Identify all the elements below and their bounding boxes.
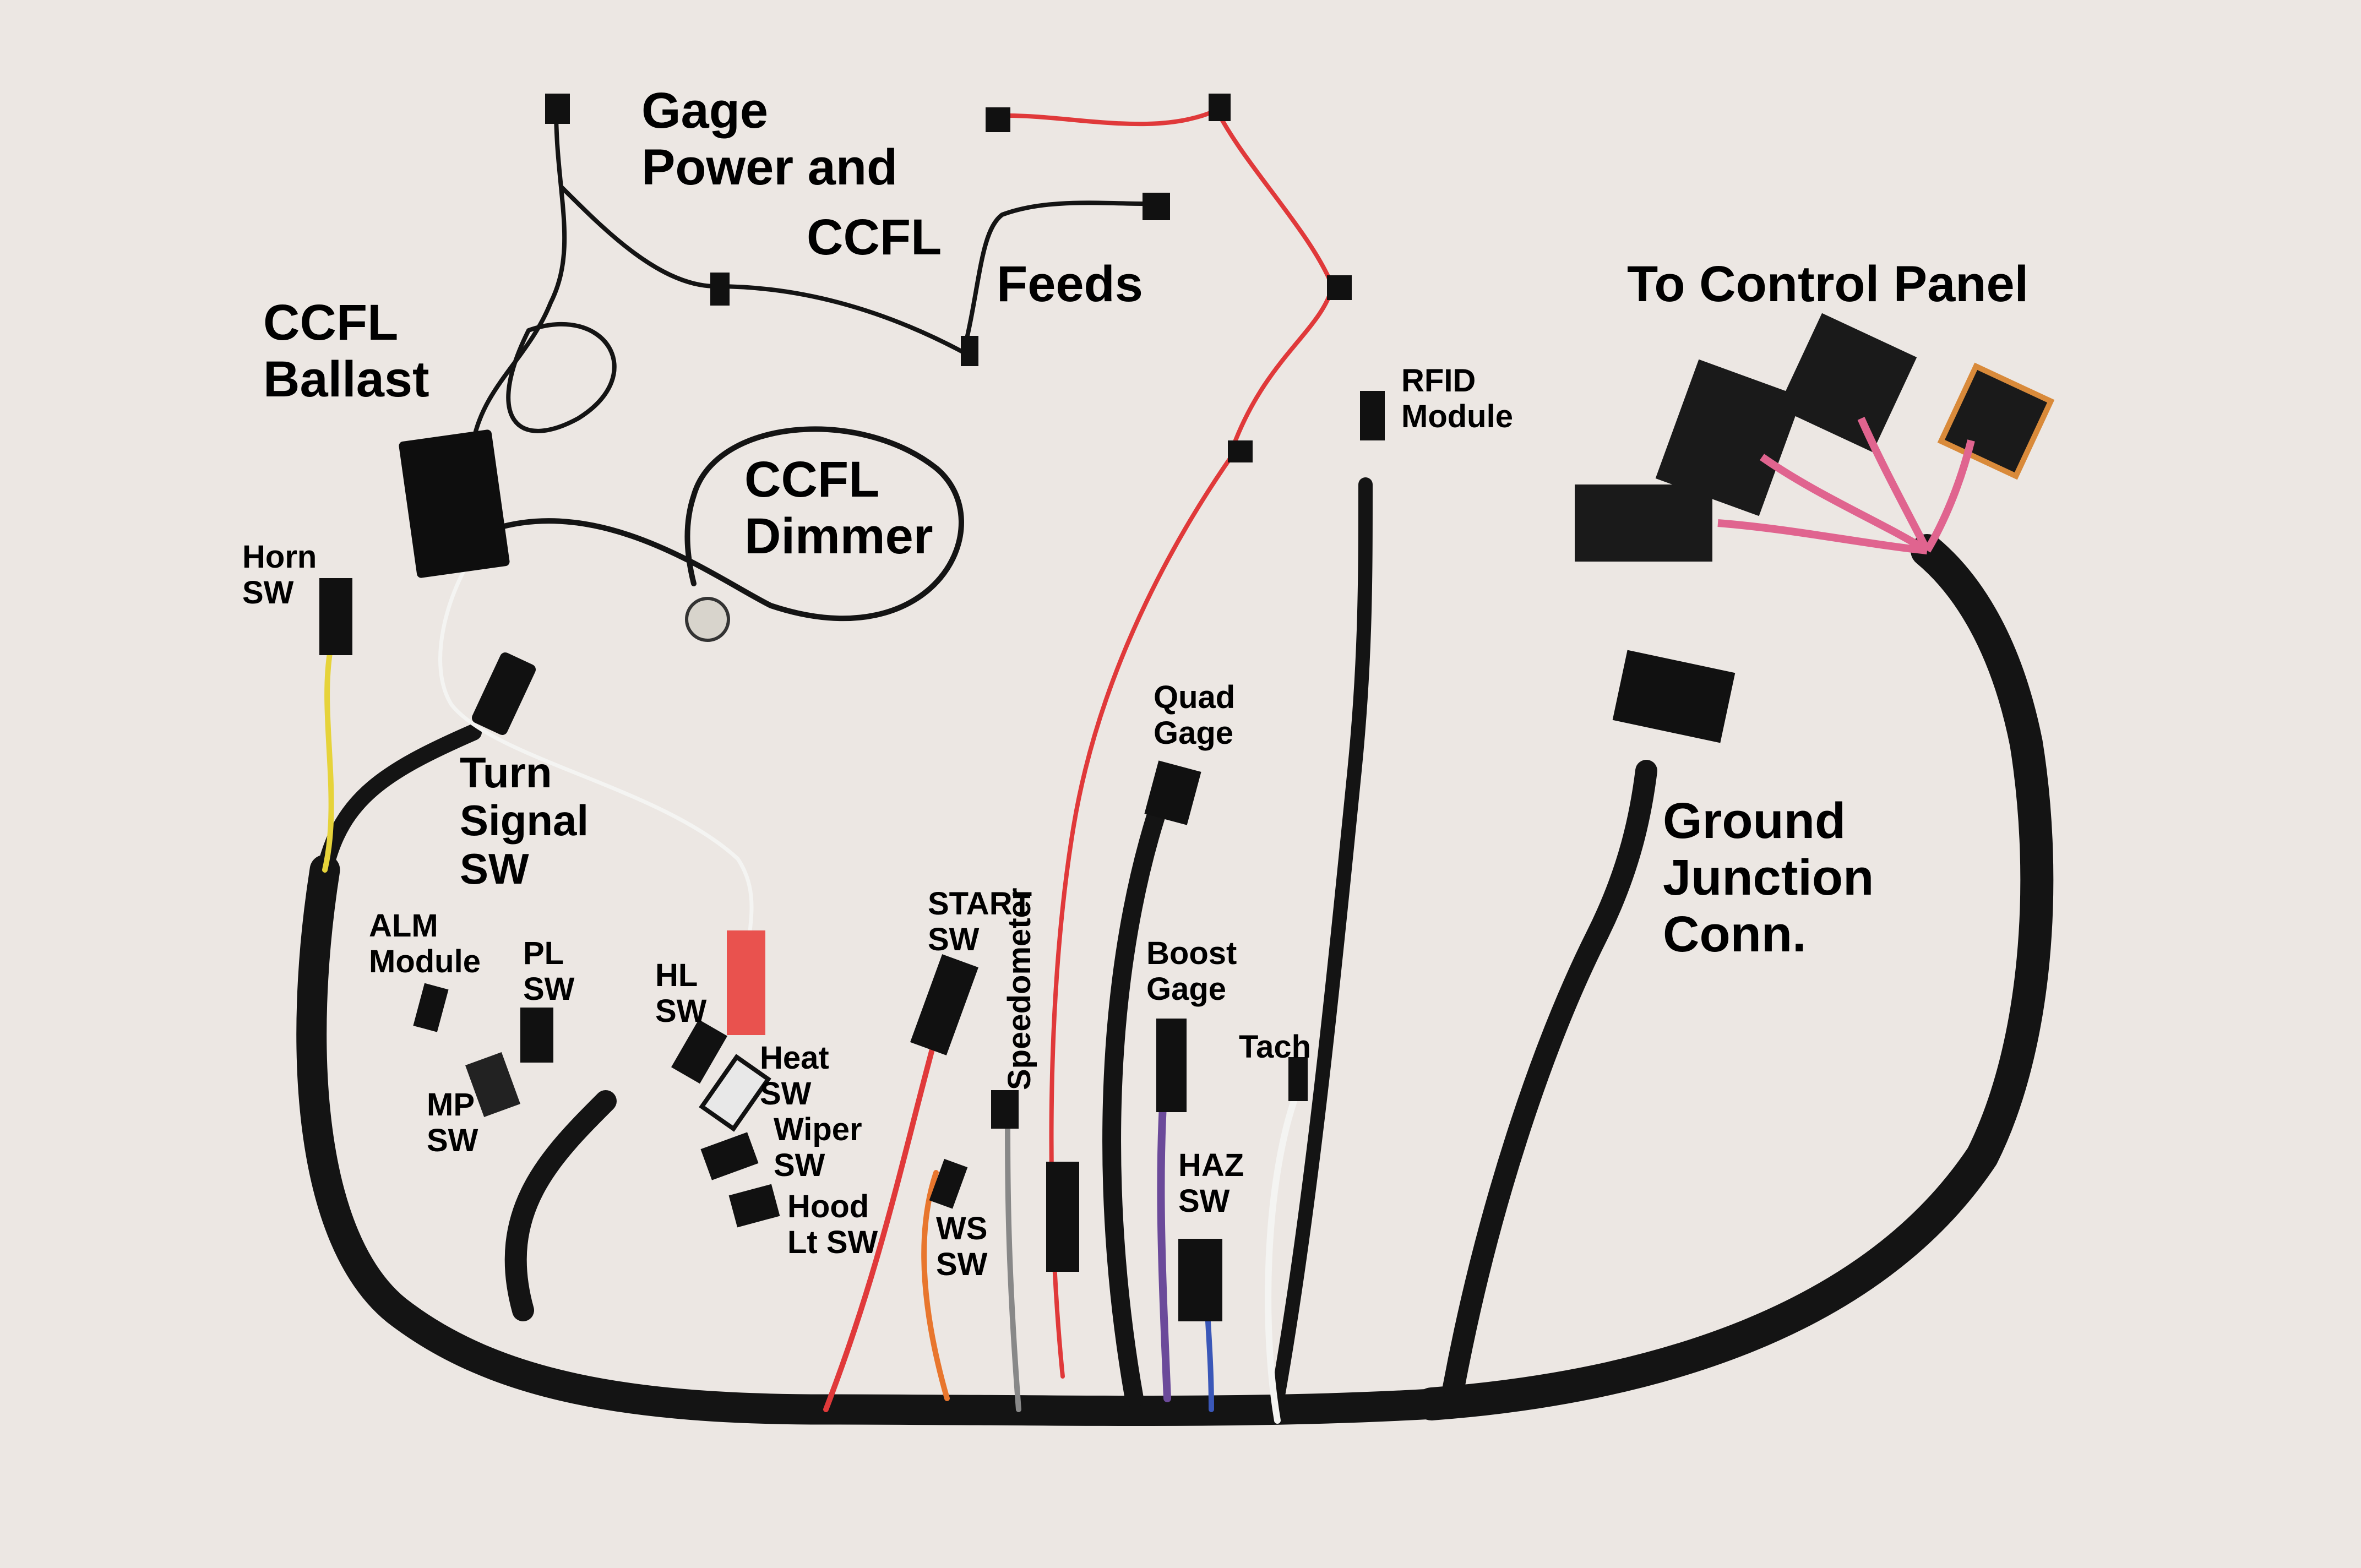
label-ground-junction-conn: Ground Junction Conn. <box>1663 793 1874 963</box>
tach-connector <box>1288 1057 1308 1101</box>
trunk-inner-branch <box>504 1090 617 1321</box>
ccfl-ballast-box <box>399 429 510 578</box>
label-rfid-module: RFID Module <box>1401 363 1513 434</box>
label-turn-signal-sw: Turn Signal SW <box>460 748 589 893</box>
wiper-sw-connector <box>700 1132 759 1180</box>
label-gage-power: Gage Power and <box>641 83 898 196</box>
label-ccfl-feeds-feeds: Feeds <box>997 256 1143 312</box>
label-ws-sw: WS SW <box>936 1211 988 1282</box>
hood-lt-sw-connector <box>728 1184 780 1228</box>
rfid-branch <box>1270 477 1373 1406</box>
label-speedometer: Speedometer <box>1002 888 1037 1090</box>
ws-sw-connector <box>929 1158 968 1209</box>
ground-junction-connector <box>1612 650 1736 743</box>
inline-connector <box>1046 1162 1079 1272</box>
turn-signal-white-wire <box>438 537 754 949</box>
red-feed-connector-1 <box>986 107 1010 132</box>
dimmer-loop <box>493 426 964 621</box>
gage-power-wire <box>471 108 567 443</box>
horn-yellow-wire <box>322 647 334 873</box>
c110-connector <box>1655 359 1803 516</box>
red-feed-connector-3 <box>1327 275 1352 300</box>
haz-sw-connector <box>1178 1239 1222 1321</box>
ccfl-feed-wire <box>961 200 1147 355</box>
horn-sw-connector <box>319 578 352 655</box>
turn-signal-connector <box>471 652 536 735</box>
ws-wire <box>921 1170 950 1401</box>
red-feed-connector-2 <box>1209 94 1231 121</box>
ccfl-feed-connector-1 <box>961 336 978 366</box>
label-heat-sw: Heat SW <box>760 1040 829 1112</box>
start-sw-connector <box>910 954 978 1055</box>
label-boost-gage: Boost Gage <box>1146 935 1237 1007</box>
rfid-connector <box>1360 391 1385 440</box>
control-panel-wires <box>1717 417 1975 554</box>
label-horn-sw: Horn SW <box>242 539 317 611</box>
label-mp-sw: MP SW <box>427 1087 478 1158</box>
boost-gage-connector <box>1156 1019 1187 1112</box>
label-tach: Tach <box>1239 1029 1312 1065</box>
label-haz-sw: HAZ SW <box>1178 1147 1244 1219</box>
ground-branch <box>1443 760 1657 1398</box>
label-to-control-panel: To Control Panel <box>1627 256 2029 312</box>
ccfl-feed-connector-2 <box>1143 193 1170 220</box>
speedo-wire <box>1005 1109 1021 1412</box>
label-wiper-sw: Wiper SW <box>774 1112 862 1183</box>
speedometer-connector <box>991 1090 1019 1129</box>
label-hood-lt-sw: Hood Lt SW <box>787 1189 878 1260</box>
tach-wire <box>1265 1098 1297 1424</box>
label-ccfl-feeds-ccfl: CCFL <box>807 209 942 265</box>
c113-connector <box>1575 484 1712 562</box>
mp-sw-connector <box>465 1052 520 1117</box>
heat-sw-connector <box>699 1054 771 1132</box>
c111-connector <box>1777 313 1917 453</box>
hl-sw-connector <box>671 1019 727 1084</box>
red-feed-wire <box>1005 107 1335 448</box>
quad-gage-connector <box>1144 760 1201 825</box>
gage-power-connector-1 <box>545 94 570 124</box>
label-alm-module: ALM Module <box>369 908 481 979</box>
main-trunk <box>296 444 2054 1426</box>
ballast-loop <box>506 322 617 433</box>
label-ccfl-ballast: CCFL Ballast <box>263 295 429 408</box>
branch-left-up <box>317 724 482 878</box>
ccfl-wiring <box>322 107 1335 949</box>
label-pl-sw: PL SW <box>523 935 575 1007</box>
label-start-sw: START SW <box>928 886 1032 957</box>
label-ccfl-dimmer: CCFL Dimmer <box>744 451 933 565</box>
alm-connector <box>413 983 449 1032</box>
ccfl-dimmer-knob <box>685 597 730 642</box>
label-hl-sw: HL SW <box>655 957 707 1029</box>
connectors <box>319 94 2055 1321</box>
pl-sw-connector <box>520 1008 553 1063</box>
gage-power-connector-2 <box>710 273 730 306</box>
start-wire <box>823 1032 939 1412</box>
red-connector <box>727 930 765 1035</box>
label-quad-gage: Quad Gage <box>1154 679 1236 751</box>
red-feed-connector-4 <box>1228 440 1253 462</box>
trunk-left-loop <box>296 854 1447 1426</box>
trunk-right-loop <box>1415 534 2054 1420</box>
quad-branch <box>1102 805 1166 1408</box>
